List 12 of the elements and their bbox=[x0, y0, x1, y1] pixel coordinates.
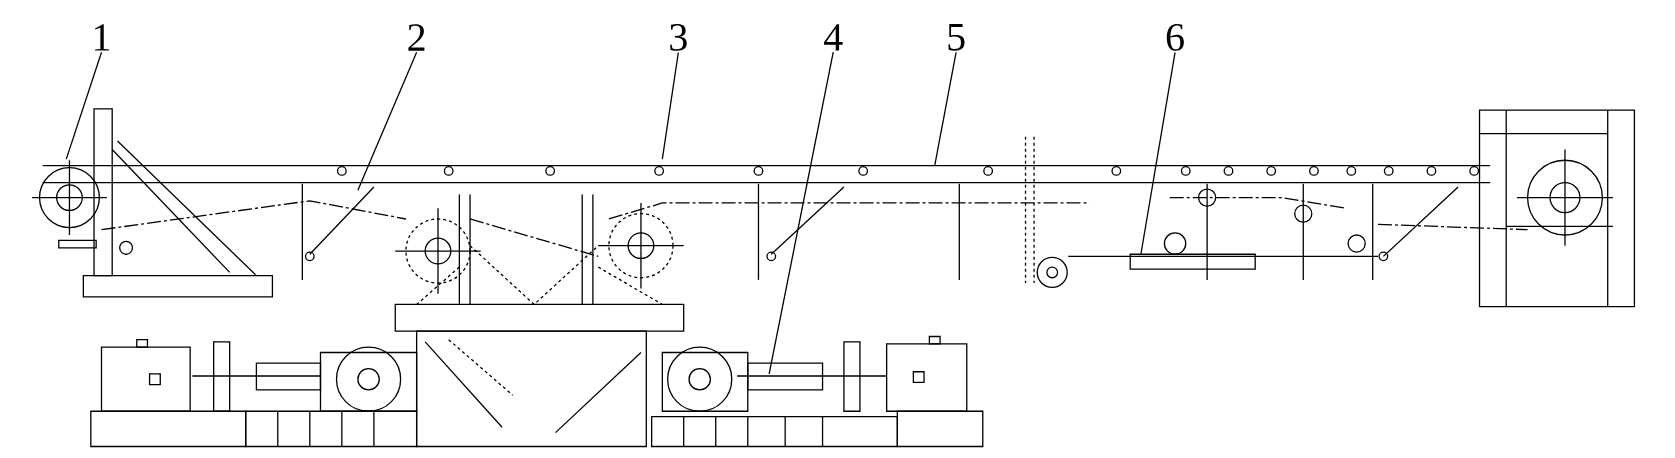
leader-line bbox=[768, 51, 834, 375]
leader-line bbox=[65, 51, 103, 160]
callout-number: 5 bbox=[948, 24, 965, 51]
leader-line bbox=[934, 51, 957, 167]
leader-line bbox=[357, 51, 418, 191]
callout-number: 1 bbox=[95, 24, 110, 51]
callout-number: 2 bbox=[408, 24, 425, 51]
callout-number: 6 bbox=[1166, 23, 1184, 51]
leader-line bbox=[1140, 51, 1176, 255]
leader-line bbox=[661, 51, 679, 160]
callout-number: 4 bbox=[824, 24, 843, 51]
callout-number: 3 bbox=[670, 23, 687, 51]
